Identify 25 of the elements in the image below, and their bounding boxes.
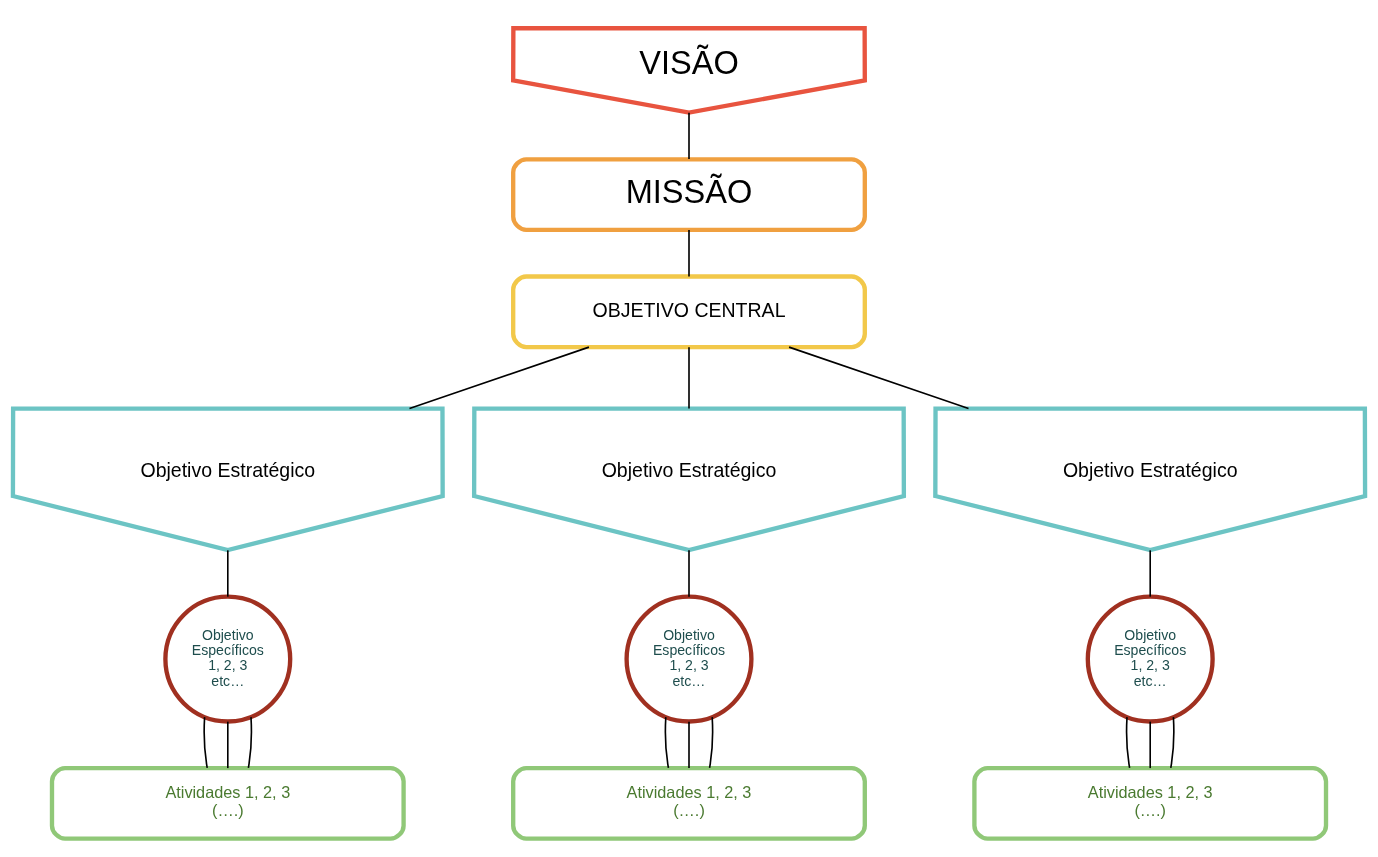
node-circle: Objetivo Específicos 1, 2, 3 etc…	[624, 594, 754, 724]
connector	[226, 549, 229, 597]
connector	[688, 345, 690, 409]
node-circle: Objetivo Específicos 1, 2, 3 etc…	[1085, 594, 1215, 724]
connector	[688, 720, 690, 769]
node-box: Atividades 1, 2, 3 (….)	[972, 765, 1329, 841]
connector	[688, 111, 690, 160]
connector	[688, 228, 690, 277]
connector	[688, 549, 690, 597]
connector	[1125, 715, 1131, 769]
connector	[664, 715, 670, 769]
node-circle: Objetivo Específicos 1, 2, 3 etc…	[163, 594, 293, 724]
connector	[226, 720, 229, 769]
connector	[1149, 720, 1152, 769]
connector	[408, 345, 590, 409]
connector	[788, 345, 970, 409]
connector	[708, 715, 714, 769]
connector	[1169, 715, 1175, 769]
connector	[1149, 549, 1152, 597]
node-box: Atividades 1, 2, 3 (….)	[49, 765, 406, 841]
node-box: MISSÃO	[511, 156, 867, 232]
connector	[247, 715, 253, 769]
connector	[203, 715, 209, 769]
node-box: Atividades 1, 2, 3 (….)	[511, 765, 867, 841]
node-box: OBJETIVO CENTRAL	[511, 273, 867, 349]
